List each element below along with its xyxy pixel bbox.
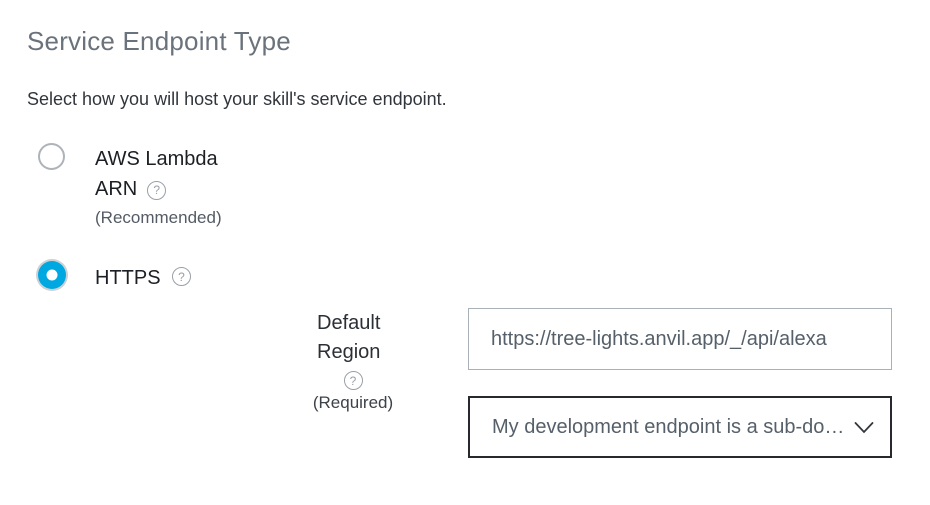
field-label-line2: Region: [317, 341, 381, 363]
https-label[interactable]: HTTPS: [95, 267, 161, 289]
section-description: Select how you will host your skill's se…: [27, 89, 447, 109]
help-icon-https[interactable]: ?: [172, 267, 191, 286]
field-label-line1: Default: [317, 312, 381, 334]
ssl-select-selected-value: My development endpoint is a sub-do…: [492, 415, 845, 438]
required-note: (Required): [312, 393, 394, 412]
default-region-label-block: Default Region ? (Required): [300, 309, 406, 414]
endpoint-url-input[interactable]: [468, 308, 892, 370]
aws-lambda-label[interactable]: AWS Lambda ARN?: [95, 144, 245, 204]
help-icon-aws-lambda[interactable]: ?: [147, 180, 167, 200]
page-title: Service Endpoint Type: [27, 26, 291, 56]
help-icon-default-region[interactable]: ?: [343, 371, 363, 390]
aws-lambda-label-line1: AWS Lambda: [95, 148, 218, 170]
aws-lambda-label-line2: ARN: [95, 178, 138, 200]
ssl-certificate-select[interactable]: My development endpoint is a sub-do…: [468, 396, 892, 458]
chevron-down-icon: [854, 422, 874, 434]
radio-aws-lambda-arn[interactable]: [38, 143, 65, 170]
recommended-note: (Recommended): [95, 208, 222, 227]
radio-https[interactable]: [38, 261, 66, 289]
aws-lambda-option-labels: AWS Lambda ARN? (Recommended): [95, 144, 245, 232]
